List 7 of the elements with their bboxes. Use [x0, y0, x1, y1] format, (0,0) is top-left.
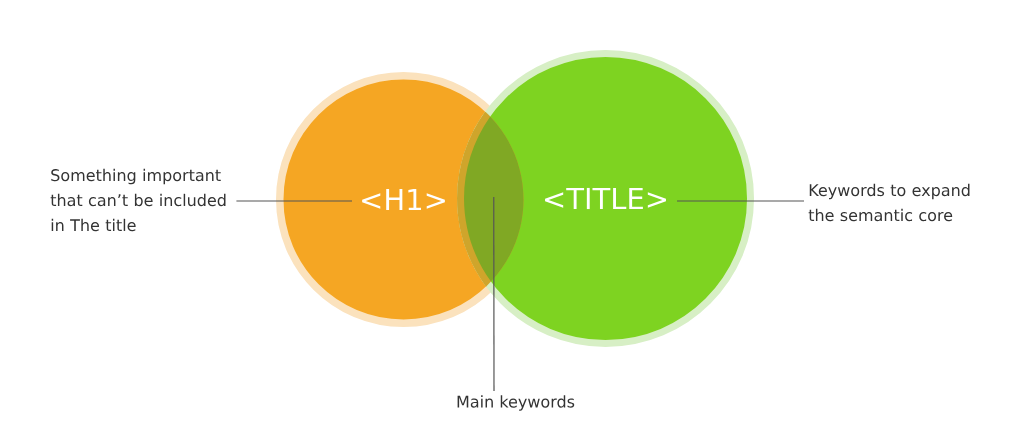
- callout-text: Keywords to expand the semantic core: [808, 183, 970, 222]
- leader-line: [235, 200, 353, 202]
- callout-text: Something important that can’t be included in The title: [50, 168, 226, 232]
- leader-line: [493, 196, 495, 392]
- leader-line: [676, 200, 805, 202]
- overlap-lens: [457, 111, 524, 287]
- callout-text: Main keywords: [457, 395, 575, 411]
